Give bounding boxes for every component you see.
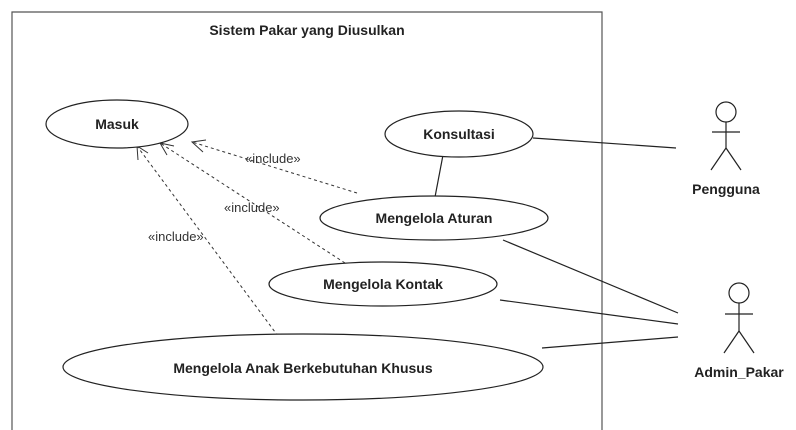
link-admin-kontak: [499, 299, 679, 325]
use-case-konsultasi-label: Konsultasi: [423, 126, 495, 142]
use-case-masuk-label: Masuk: [95, 116, 139, 132]
stick-figure-icon: [710, 101, 742, 171]
link-admin-aturan: [502, 239, 679, 314]
use-case-mengelola-aturan-label: Mengelola Aturan: [376, 210, 493, 226]
use-case-mengelola-aturan: Mengelola Aturan: [319, 195, 549, 241]
include-label-kontak: «include»: [224, 200, 280, 215]
include-arrow-abk: [136, 145, 149, 161]
actor-admin-pakar-label: Admin_Pakar: [694, 364, 784, 380]
use-case-masuk: Masuk: [45, 99, 189, 149]
actor-pengguna-label: Pengguna: [692, 181, 760, 197]
use-case-mengelola-kontak-label: Mengelola Kontak: [323, 276, 443, 292]
associations: [434, 137, 679, 349]
actor-pengguna: Pengguna: [692, 101, 760, 197]
system-title: Sistem Pakar yang Diusulkan: [209, 22, 404, 38]
include-label-aturan: «include»: [245, 151, 301, 166]
link-konsultasi-aturan: [434, 154, 444, 198]
include-label-abk: «include»: [148, 229, 204, 244]
include-arrow-aturan: [190, 139, 207, 153]
link-admin-abk: [541, 336, 679, 349]
use-case-mengelola-kontak: Mengelola Kontak: [268, 261, 498, 307]
system-boundary: Sistem Pakar yang Diusulkan: [11, 11, 603, 430]
link-pengguna-konsultasi: [532, 137, 677, 149]
use-case-konsultasi: Konsultasi: [384, 110, 534, 158]
include-line-aturan: [191, 141, 358, 194]
include-dependencies: «include» «include» «include»: [136, 139, 358, 337]
include-line-kontak: [159, 142, 346, 264]
use-case-mengelola-abk-label: Mengelola Anak Berkebutuhan Khusus: [173, 360, 433, 376]
use-case-mengelola-abk: Mengelola Anak Berkebutuhan Khusus: [62, 333, 544, 401]
stick-figure-icon: [723, 282, 755, 354]
actor-admin-pakar: Admin_Pakar: [694, 282, 784, 380]
